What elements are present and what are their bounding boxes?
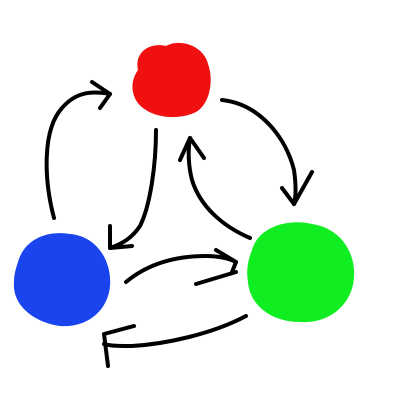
arrowhead-green-to-blue [102,324,136,368]
node-green [247,222,355,323]
edge-green-to-red [186,136,252,240]
arrowhead-red-to-green [280,170,314,206]
edge-green-to-blue [102,314,248,348]
edge-red-to-green [220,98,298,206]
arrowhead-green-to-red [178,136,206,162]
node-red [132,42,211,118]
arrowhead-blue-to-red [90,80,112,110]
node-blue [13,233,111,327]
edge-blue-to-red [44,90,112,220]
arrowhead-red-to-blue [108,224,134,250]
edge-red-to-blue [108,128,158,250]
arrowhead-blue-to-green [214,248,238,274]
edge-blue-to-green-lower [194,270,238,286]
